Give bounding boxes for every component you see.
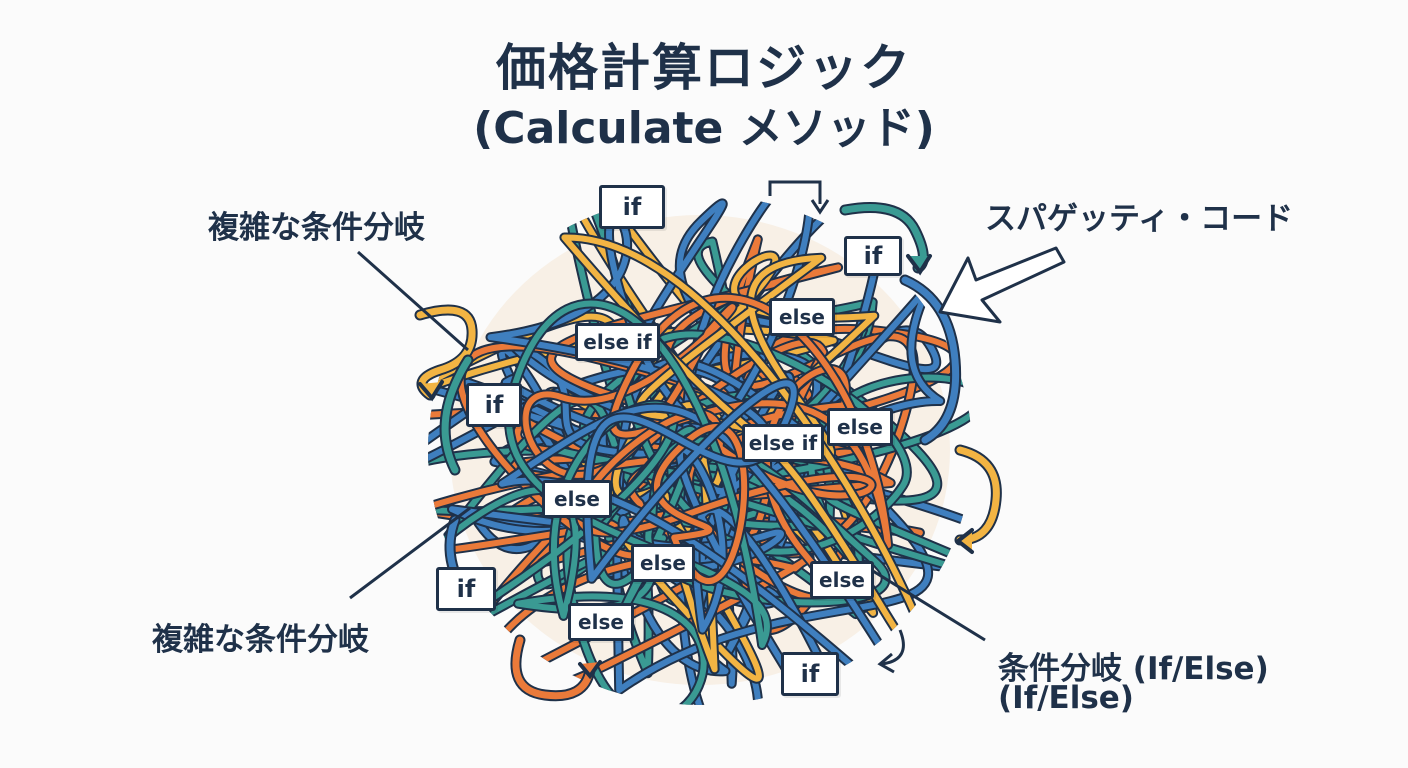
page-subtitle: (Calculate メソッド) [473,103,935,154]
else-tag: else [542,480,612,518]
else-tag: else [827,408,893,446]
pointer-arrow-icon [938,246,1066,324]
flow-arrow-bottom [881,629,905,666]
callout-line-top-left [357,250,469,352]
loop-arrow [512,636,594,700]
else-if-tag: else if [575,323,660,361]
else-if-tag: else if [742,424,824,462]
loop-arrowhead-icon [954,528,974,554]
loop-arrow [441,356,472,474]
page-title: 価格計算ロジック [496,39,912,97]
else-tag: else [568,603,634,641]
if-tag: if [436,567,496,611]
callout-branching-ifelse: 条件分岐 (If/Else) [998,651,1269,687]
code-strand [654,424,748,584]
loop-arrow [901,276,960,444]
else-tag: else [810,561,874,599]
else-tag: else [769,298,835,336]
loop-arrow [956,446,1000,544]
flow-arrow-top-head [810,199,830,215]
callout-spaghetti-code: スパゲッティ・コード [985,201,1294,237]
flow-arrow-bottom-head [877,652,895,674]
else-tag: else [631,544,695,582]
outer-loops [414,202,1002,702]
code-strand [677,446,863,705]
loop-arrowhead-icon [906,254,932,276]
callout-line-bottom-left [349,506,471,600]
if-tag: if [466,383,522,427]
callout-branching-ifelse-sub: (If/Else) [998,680,1134,716]
loop-arrowhead-icon [578,660,602,680]
if-tag: if [781,652,839,696]
callout-complex-branching-top: 複雑な条件分岐 [208,210,425,246]
if-tag: if [599,185,665,229]
loop-arrow [416,306,476,399]
callout-complex-branching-bottom: 複雑な条件分岐 [152,622,369,658]
tangled-code-strands [428,195,972,705]
loop-arrowhead-icon [418,380,444,402]
if-tag: if [844,236,902,276]
callout-line-bottom-right [867,566,986,642]
flow-arrow-top [768,180,822,204]
